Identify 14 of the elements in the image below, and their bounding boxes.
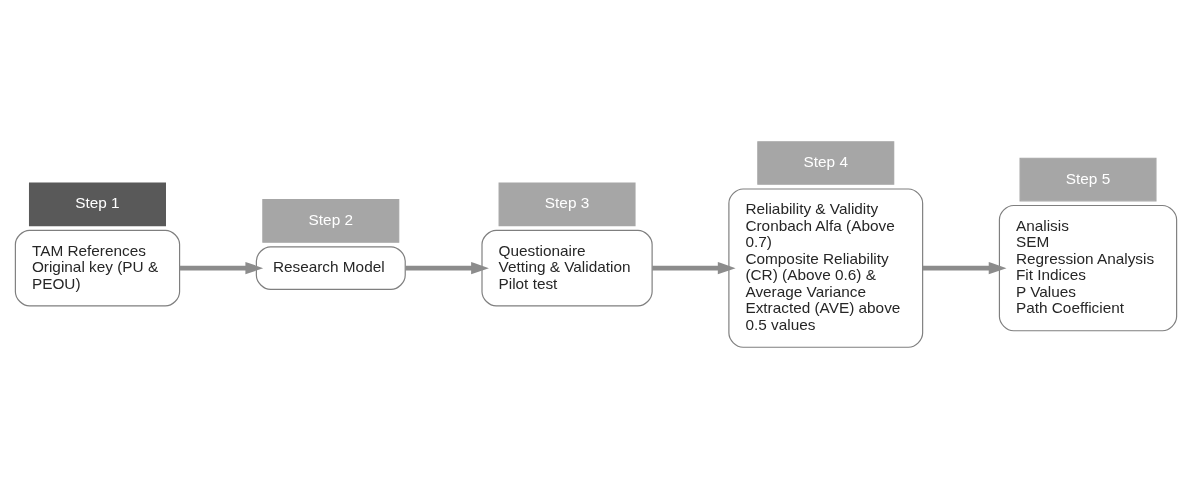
arrow	[652, 261, 736, 274]
arrow	[405, 261, 489, 274]
node-box: Step 4	[757, 140, 895, 185]
node-box: Research Model	[255, 245, 406, 290]
node-box: Step 1	[28, 182, 166, 226]
node-box: Step 2	[262, 198, 400, 243]
node-box: TAM References Original key (PU & PEOU)	[14, 229, 181, 306]
node-box: Reliability & Validity Cronbach Alfa (Above 0.7) Composite Reliability (CR) (Above 0.6) & Average Variance Extracted (AVE) above 0.5 values	[728, 187, 924, 348]
node-box: Analisis SEM Regression Analysis Fit Indices P Values Path Coefficient	[998, 204, 1178, 331]
arrow	[179, 261, 264, 274]
node-box: Questionaire Vetting & Validation Pilot test	[481, 229, 653, 306]
arrow	[923, 261, 1007, 274]
node-box: Step 3	[498, 182, 636, 226]
node-box: Step 5	[1019, 157, 1157, 201]
